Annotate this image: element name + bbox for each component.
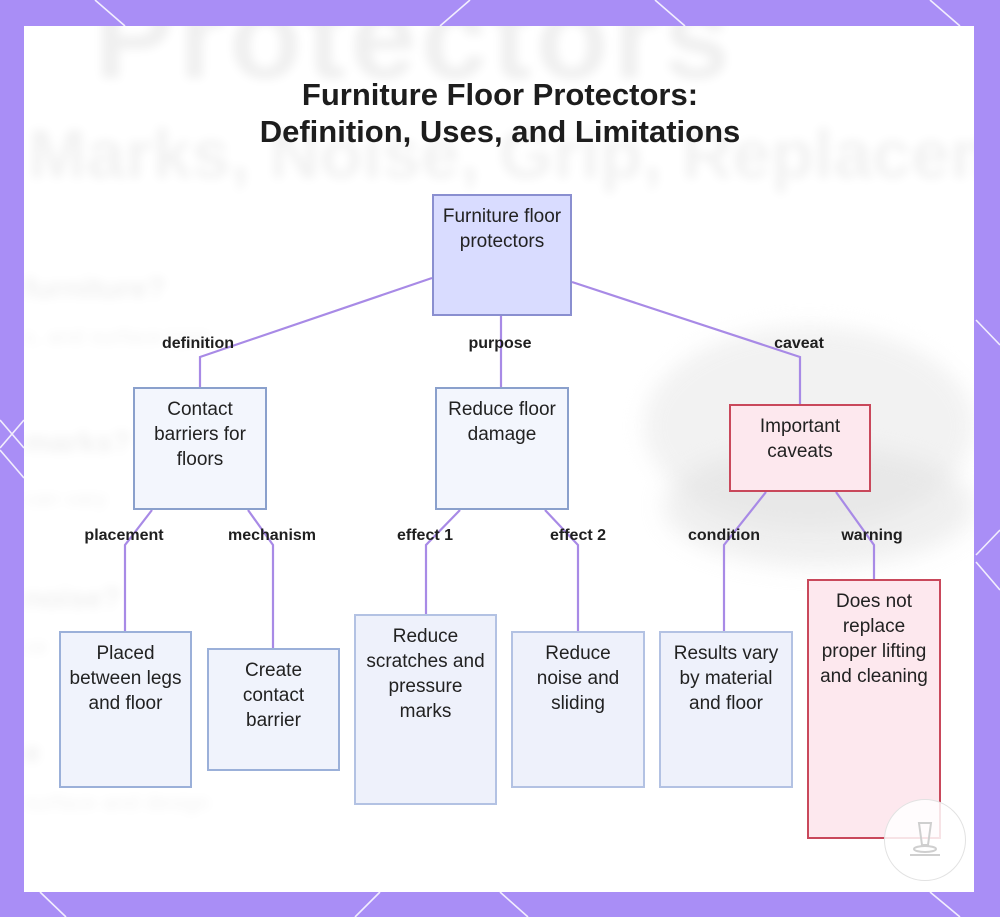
node-label: Create contact barrier bbox=[242, 660, 305, 731]
edge-condition bbox=[722, 491, 767, 631]
node-create-contact-barrier: Create contact barrier bbox=[207, 648, 340, 771]
diagram-title: Furniture Floor Protectors: Definition, … bbox=[0, 76, 1000, 150]
edge-effect1 bbox=[424, 509, 461, 614]
edge-label-effect-2: effect 2 bbox=[549, 527, 607, 544]
node-label: Reduce noise and sliding bbox=[536, 643, 620, 714]
edge-label-condition: condition bbox=[688, 527, 760, 544]
node-reduce-floor-damage: Reduce floor damage bbox=[435, 387, 569, 510]
edge-label-warning: warning bbox=[841, 527, 903, 544]
title-line-2: Definition, Uses, and Limitations bbox=[259, 114, 741, 149]
edge-label-caveat: caveat bbox=[774, 335, 824, 352]
node-label: Important caveats bbox=[759, 416, 841, 462]
edge-placement bbox=[123, 509, 153, 631]
node-label: Results vary by material and floor bbox=[673, 643, 779, 714]
node-reduce-noise: Reduce noise and sliding bbox=[511, 631, 645, 788]
edge-label-effect-1: effect 1 bbox=[396, 527, 454, 544]
node-label: Reduce scratches and pressure marks bbox=[366, 626, 485, 722]
edge-caveat bbox=[571, 280, 802, 404]
node-reduce-scratches: Reduce scratches and pressure marks bbox=[354, 614, 497, 805]
edge-mechanism bbox=[247, 509, 275, 648]
node-label: Contact barriers for floors bbox=[154, 399, 246, 470]
edge-label-definition: definition bbox=[162, 335, 234, 352]
node-label: Does not replace proper lifting and clea… bbox=[820, 591, 928, 687]
node-results-vary: Results vary by material and floor bbox=[659, 631, 793, 788]
node-label: Placed between legs and floor bbox=[69, 643, 182, 714]
edge-label-purpose: purpose bbox=[468, 335, 532, 352]
node-contact-barriers: Contact barriers for floors bbox=[133, 387, 267, 510]
node-placed-between-legs: Placed between legs and floor bbox=[59, 631, 192, 788]
badge bbox=[884, 799, 966, 881]
node-important-caveats: Important caveats bbox=[729, 404, 871, 492]
edge-label-mechanism: mechanism bbox=[227, 527, 317, 544]
node-label: Reduce floor damage bbox=[448, 399, 556, 445]
edge-definition bbox=[198, 276, 433, 387]
edge-label-placement: placement bbox=[84, 527, 164, 544]
furniture-leg-protector-icon bbox=[910, 822, 940, 856]
node-label: Furniture floor protectors bbox=[442, 206, 562, 252]
title-line-1: Furniture Floor Protectors: bbox=[301, 77, 699, 112]
node-furniture-floor-protectors: Furniture floor protectors bbox=[432, 194, 572, 316]
edge-effect2 bbox=[544, 509, 580, 631]
edge-warning bbox=[835, 491, 876, 579]
node-does-not-replace: Does not replace proper lifting and clea… bbox=[807, 579, 941, 839]
